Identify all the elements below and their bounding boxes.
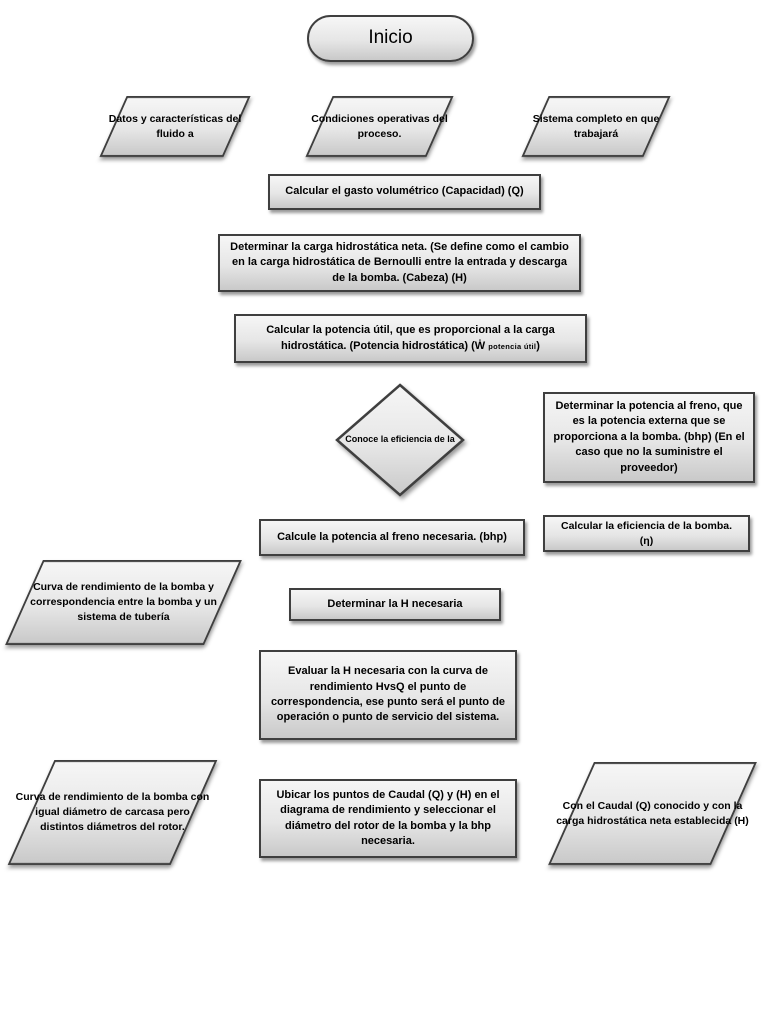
decision-conoce-eficiencia: Conoce la eficiencia de la [335, 383, 465, 497]
io-sistema-completo: Sistema completo en que trabajará [519, 96, 673, 157]
node-label: Condiciones operativas del proceso. [311, 112, 448, 140]
node-label: Ubicar los puntos de Caudal (Q) y (H) en… [276, 788, 500, 847]
process-calcular-gasto: Calcular el gasto volumétrico (Capacidad… [268, 174, 541, 210]
node-label: Calcule la potencia al freno necesaria. … [277, 530, 507, 543]
process-calcular-potencia-util: Calcular la potencia útil, que es propor… [234, 314, 587, 363]
node-label: Curva de rendimiento de la bomba y corre… [30, 581, 217, 623]
node-label: Determinar la potencia al freno, que es … [553, 400, 745, 474]
process-evaluar-h: Evaluar la H necesaria con la curva de r… [259, 650, 517, 740]
process-determinar-carga: Determinar la carga hidrostática neta. (… [218, 234, 581, 292]
process-determinar-potencia-freno: Determinar la potencia al freno, que es … [543, 392, 755, 483]
io-curva-rendimiento-rotor: Curva de rendimiento de la bomba con igu… [5, 760, 220, 865]
node-label: Sistema completo en que trabajará [532, 112, 660, 140]
node-label: Determinar la carga hidrostática neta. (… [230, 240, 569, 284]
io-condiciones-proceso: Condiciones operativas del proceso. [303, 96, 456, 157]
node-label: Curva de rendimiento de la bomba con igu… [15, 791, 210, 833]
io-curva-rendimiento-correspondencia: Curva de rendimiento de la bomba y corre… [2, 560, 245, 645]
node-label-subscript: potencia útil [488, 341, 537, 351]
node-label: Evaluar la H necesaria con la curva de r… [270, 665, 506, 724]
node-label: Datos y características del fluido a [108, 112, 242, 140]
node-label: Calcular la eficiencia de la bomba. (η) [561, 519, 732, 547]
process-ubicar-puntos: Ubicar los puntos de Caudal (Q) y (H) en… [259, 779, 517, 858]
process-calcular-eficiencia: Calcular la eficiencia de la bomba. (η) [543, 515, 750, 552]
node-label: Calcular la potencia útil, que es propor… [266, 324, 555, 352]
node-label: Conoce la eficiencia de la [345, 434, 455, 445]
process-calcule-potencia-freno: Calcule la potencia al freno necesaria. … [259, 519, 525, 556]
io-caudal-conocido: Con el Caudal (Q) conocido y con la carg… [545, 762, 760, 865]
terminator-inicio: Inicio [307, 15, 474, 62]
node-label: Inicio [368, 27, 413, 49]
diamond-shape [335, 383, 465, 497]
node-label: Con el Caudal (Q) conocido y con la carg… [556, 799, 749, 827]
io-datos-fluido: Datos y características del fluido a [97, 96, 253, 157]
node-label: Calcular el gasto volumétrico (Capacidad… [285, 185, 524, 198]
node-label: Determinar la H necesaria [327, 597, 463, 610]
process-determinar-h: Determinar la H necesaria [289, 588, 501, 621]
